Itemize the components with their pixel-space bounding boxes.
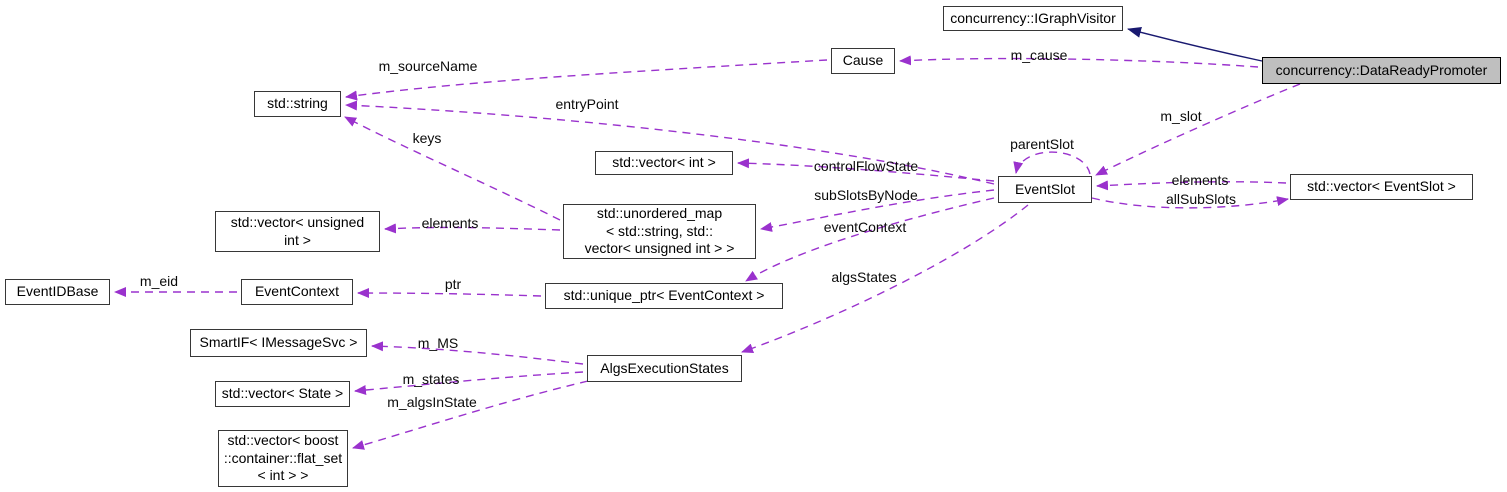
edge-inheritance-igraphvisitor — [1127, 26, 1263, 62]
node-std-vector-eventslot[interactable]: std::vector< EventSlot > — [1290, 174, 1473, 200]
edge-label-entrypoint: entryPoint — [555, 96, 619, 112]
edge-label-allsubslots: allSubSlots — [1165, 191, 1237, 207]
edge-label-m-eid: m_eid — [139, 273, 179, 289]
edge-elements-eventslot — [1096, 180, 1287, 191]
edge-ptr — [357, 288, 542, 299]
edge-label-eventcontext: eventContext — [823, 219, 907, 235]
node-std-vector-unsigned-int[interactable]: std::vector< unsigned int > — [215, 211, 380, 252]
node-smartif-imessagesvc[interactable]: SmartIF< IMessageSvc > — [190, 329, 367, 357]
node-eventcontext[interactable]: EventContext — [241, 279, 353, 305]
edge-label-m-states: m_states — [402, 371, 460, 387]
node-algsexecutionstates[interactable]: AlgsExecutionStates — [587, 355, 742, 382]
edge-label-elements-unsignedvector: elements — [421, 215, 479, 231]
node-igraphvisitor[interactable]: concurrency::IGraphVisitor — [943, 6, 1123, 31]
edge-label-m-cause: m_cause — [1010, 47, 1068, 63]
edge-m-algsinstate — [352, 380, 589, 450]
node-std-unique-ptr-eventcontext[interactable]: std::unique_ptr< EventContext > — [545, 283, 783, 309]
node-eventslot[interactable]: EventSlot — [998, 176, 1092, 203]
node-datareadypromoter[interactable]: concurrency::DataReadyPromoter — [1262, 57, 1501, 84]
node-std-unordered-map[interactable]: std::unordered_map < std::string, std:: … — [563, 204, 756, 259]
node-std-vector-boost-flat-set[interactable]: std::vector< boost ::container::flat_set… — [218, 430, 348, 487]
edge-parentslot-selfloop — [1013, 151, 1091, 175]
edge-algsstates — [741, 204, 1029, 354]
edge-label-m-algsinstate: m_algsInState — [387, 394, 477, 410]
edge-label-controlflowstate: controlFlowState — [813, 158, 919, 174]
edge-m-states — [354, 371, 584, 395]
edge-label-algsstates: algsStates — [831, 269, 897, 285]
edge-label-m-ms: m_MS — [417, 335, 459, 351]
edge-allsubslots — [1091, 196, 1289, 209]
edge-label-m-slot: m_slot — [1160, 108, 1202, 124]
node-std-vector-int[interactable]: std::vector< int > — [595, 151, 733, 175]
edge-label-elements-eventslot: elements — [1171, 172, 1229, 188]
node-eventidbase[interactable]: EventIDBase — [5, 279, 110, 305]
edge-label-subslotsbynode: subSlotsByNode — [814, 187, 918, 203]
edge-label-keys: keys — [412, 130, 442, 146]
edge-label-ptr: ptr — [444, 276, 462, 292]
edge-m-ms — [371, 341, 584, 365]
edge-entrypoint — [345, 100, 995, 185]
edge-label-parentslot: parentSlot — [1010, 136, 1074, 152]
edge-label-m-sourcename: m_sourceName — [378, 58, 478, 74]
edge-elements-unsignedvector — [384, 223, 561, 234]
edge-eventcontext — [745, 197, 995, 282]
edge-keys — [344, 116, 561, 221]
edge-controlflowstate — [737, 158, 995, 182]
edge-m-sourcename — [345, 59, 828, 101]
node-std-string[interactable]: std::string — [254, 91, 341, 117]
edge-m-slot — [1095, 83, 1301, 176]
node-std-vector-state[interactable]: std::vector< State > — [215, 381, 350, 407]
node-cause[interactable]: Cause — [831, 48, 895, 74]
edge-subslotsbynode — [760, 189, 995, 232]
edge-m-cause — [899, 55, 1259, 68]
